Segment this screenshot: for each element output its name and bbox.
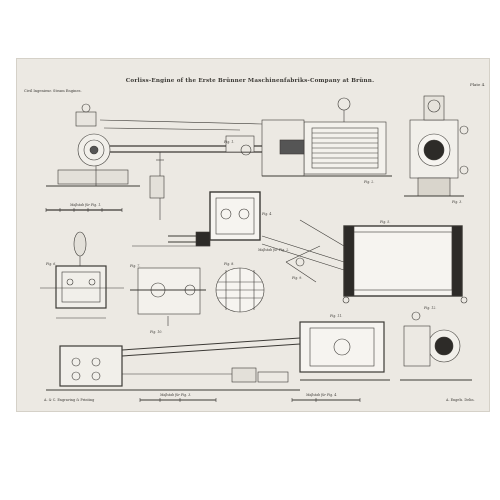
valve-end-view <box>400 311 472 381</box>
fig-label-5: Fig. 5. <box>380 220 391 224</box>
cylinder-plan <box>261 97 392 177</box>
fig-label-2: Fig. 2. <box>364 180 375 184</box>
fig-label-7: Fig. 7. <box>130 264 141 268</box>
cylinder-section <box>261 219 468 304</box>
fig-label-10: Fig. 10. <box>150 330 163 334</box>
trip-gear <box>285 245 321 283</box>
footer-left: A. & C. Engraving & Printing <box>44 398 95 402</box>
cylinder-end-view <box>404 95 469 197</box>
footer-right: A. Engels. Delin. <box>446 398 475 402</box>
scale-label-4: Maßstab für Fig. 4. <box>306 393 338 397</box>
scale-label-3: Maßstab für Fig. 3. <box>160 393 192 397</box>
scale-bar-1 <box>45 208 123 212</box>
scale-bar-lower <box>139 398 361 402</box>
valve-box-section <box>132 191 261 247</box>
fig-label-3: Fig. 3. <box>452 200 463 204</box>
engine-bed-plan <box>46 337 301 391</box>
valve-plan <box>40 231 124 319</box>
fig-label-6: Fig. 6. <box>46 262 57 266</box>
plate-subtitle: Civil Ingenieur. Steam Engines. <box>24 89 82 93</box>
fig-label-9: Fig. 9. <box>292 276 303 280</box>
scale-label-1: Maßstab für Fig. 1. <box>70 203 102 207</box>
cutoff-gear <box>130 267 206 326</box>
scale-label-2: Maßstab für Fig. 2. <box>258 248 290 252</box>
fig-label-4: Fig. 4. <box>262 212 273 216</box>
valve-barrel <box>215 267 265 313</box>
engine-side-elevation <box>46 103 263 220</box>
fig-label-11: Fig. 11. <box>330 314 343 318</box>
fig-label-12: Fig. 12. <box>424 306 437 310</box>
plate-number: Plate 4. <box>470 82 486 87</box>
plate-title: Corliss-Engine of the Erste Brünner Masc… <box>125 78 375 84</box>
cylinder-plan-lower <box>299 321 390 381</box>
fig-label-8: Fig. 8. <box>224 262 235 266</box>
fig-label-1: Fig. 1. <box>224 140 235 144</box>
